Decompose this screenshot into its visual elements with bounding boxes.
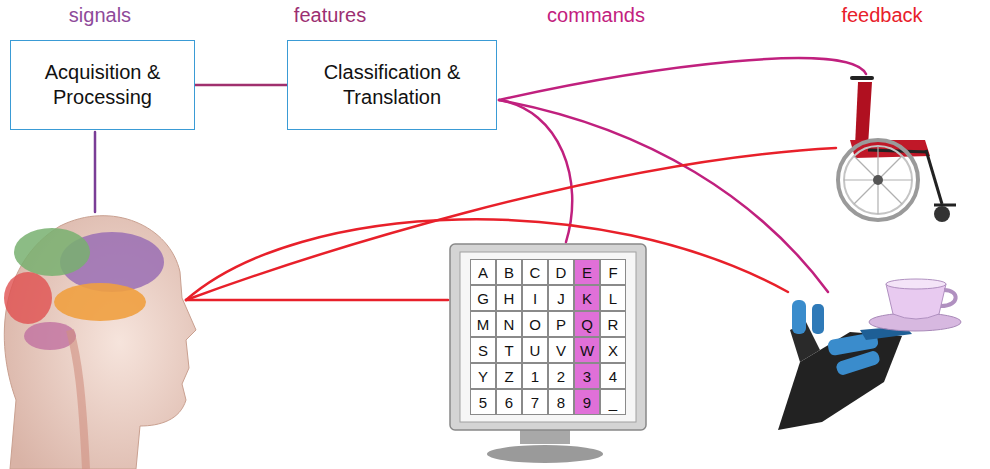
- speller-cell: G: [470, 285, 496, 311]
- speller-cell: 1: [522, 363, 548, 389]
- speller-cell: A: [470, 259, 496, 285]
- speller-cell: N: [496, 311, 522, 337]
- speller-cell: R: [600, 311, 626, 337]
- process-box: Acquisition & Processing: [10, 40, 195, 130]
- speller-cell: 8: [548, 389, 574, 415]
- speller-cell: J: [548, 285, 574, 311]
- signal-wire: [94, 132, 97, 212]
- speller-cell: P: [548, 311, 574, 337]
- speller-cell: Q: [574, 311, 600, 337]
- box-label: Acquisition & Processing: [21, 60, 184, 110]
- box-label: Classification & Translation: [298, 60, 486, 110]
- speller-cell: F: [600, 259, 626, 285]
- speller-cell: K: [574, 285, 600, 311]
- speller-cell: 9: [574, 389, 600, 415]
- speller-cell: M: [470, 311, 496, 337]
- speller-cell: B: [496, 259, 522, 285]
- speller-cell: I: [522, 285, 548, 311]
- speller-cell: W: [574, 337, 600, 363]
- speller-cell: 6: [496, 389, 522, 415]
- speller-cell: 3: [574, 363, 600, 389]
- head-illustration: [4, 216, 196, 469]
- speller-cell: T: [496, 337, 522, 363]
- speller-cell: X: [600, 337, 626, 363]
- robot-hand-illustration: [778, 279, 961, 430]
- feedback-wire: [186, 148, 836, 300]
- wheelchair-illustration: [838, 78, 956, 222]
- speller-cell: D: [548, 259, 574, 285]
- speller-cell: C: [522, 259, 548, 285]
- speller-cell: 4: [600, 363, 626, 389]
- feature-connector: [195, 84, 287, 87]
- speller-cell: S: [470, 337, 496, 363]
- speller-cell: 5: [470, 389, 496, 415]
- speller-cell: _: [600, 389, 626, 415]
- command-wire: [499, 100, 828, 292]
- speller-cell: O: [522, 311, 548, 337]
- speller-cell: V: [548, 337, 574, 363]
- speller-cell: Y: [470, 363, 496, 389]
- speller-cell: H: [496, 285, 522, 311]
- speller-cell: 2: [548, 363, 574, 389]
- process-box: Classification & Translation: [287, 40, 497, 130]
- stage-heading: signals: [69, 4, 131, 27]
- speller-cell: L: [600, 285, 626, 311]
- speller-cell: 7: [522, 389, 548, 415]
- feedback-wire: [186, 299, 448, 302]
- stage-heading: feedback: [841, 4, 922, 27]
- speller-cell: E: [574, 259, 600, 285]
- stage-heading: commands: [547, 4, 645, 27]
- monitor-illustration: [450, 244, 646, 463]
- command-wire: [499, 58, 866, 100]
- stage-heading: features: [294, 4, 366, 27]
- speller-cell: Z: [496, 363, 522, 389]
- speller-cell: U: [522, 337, 548, 363]
